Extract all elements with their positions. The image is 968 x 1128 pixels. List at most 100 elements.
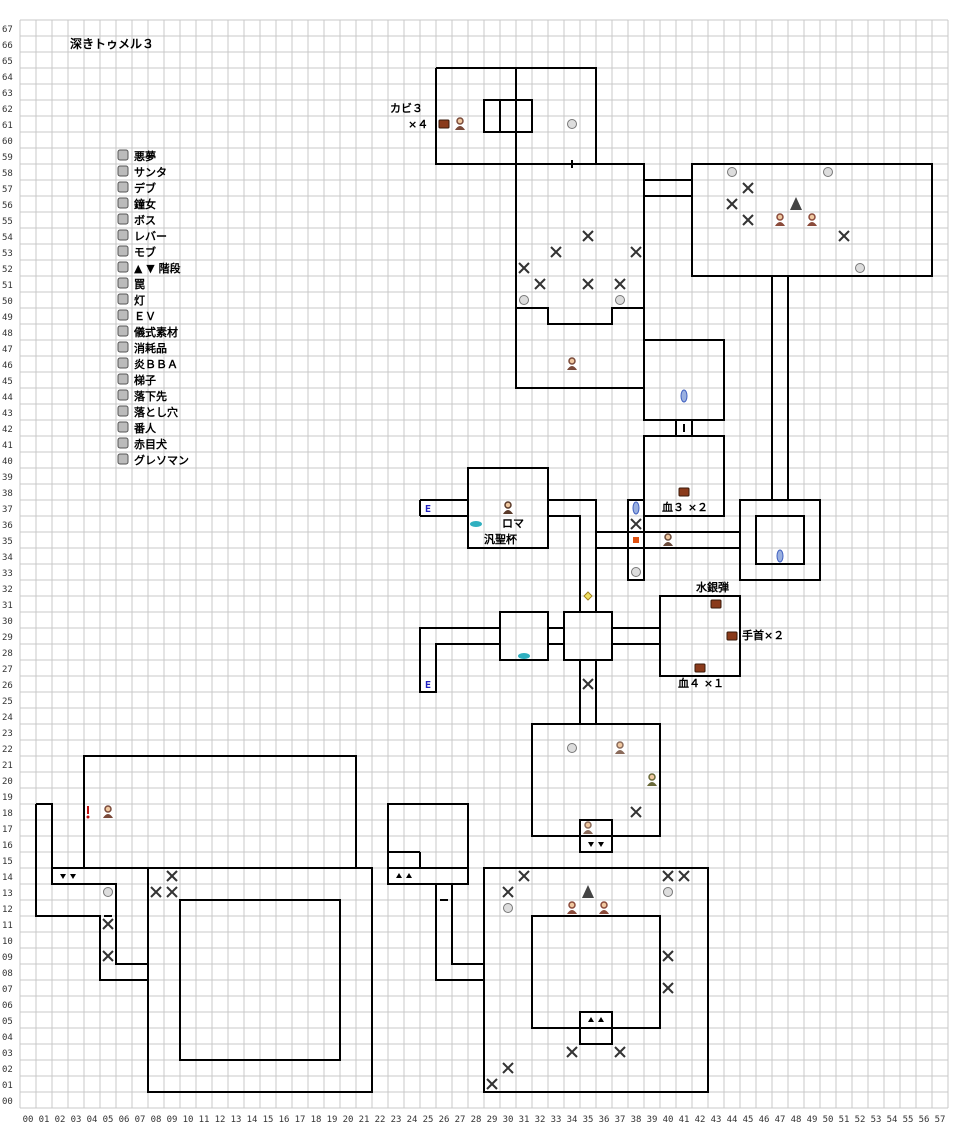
y-tick-label: 22 — [2, 745, 13, 755]
mob-icon — [550, 246, 562, 258]
mob-icon — [614, 1046, 626, 1058]
map-markers: EE — [60, 117, 865, 1090]
x-tick-label: 46 — [759, 1115, 770, 1125]
y-tick-label: 58 — [2, 169, 13, 179]
x-tick-label: 07 — [135, 1115, 146, 1125]
x-tick-label: 13 — [231, 1115, 242, 1125]
legend-label: 儀式素材 — [133, 325, 178, 339]
gravesman-icon — [117, 453, 129, 465]
annotation-quicksilver: 水銀弾 — [696, 580, 729, 594]
annotation-roma: ロマ — [502, 517, 524, 530]
consumable-icon — [567, 119, 577, 129]
legend-label: 赤目犬 — [134, 437, 168, 451]
y-tick-label: 21 — [2, 761, 13, 771]
x-tick-label: 50 — [823, 1115, 834, 1125]
y-tick-label: 03 — [2, 1049, 13, 1059]
lamp-icon — [470, 521, 482, 527]
x-tick-label: 20 — [343, 1115, 354, 1125]
annotation-blood3: 血３ ×２ — [662, 500, 708, 514]
x-tick-label: 31 — [519, 1115, 530, 1125]
x-tick-label: 56 — [919, 1115, 930, 1125]
legend-item: 灯 — [117, 293, 145, 307]
y-tick-label: 43 — [2, 409, 13, 419]
mob-icon — [518, 262, 530, 274]
x-tick-label: 37 — [615, 1115, 626, 1125]
x-tick-label: 32 — [535, 1115, 546, 1125]
y-tick-label: 55 — [2, 217, 13, 227]
legend-label: 炎ＢＢＡ — [134, 358, 178, 371]
x-tick-label: 25 — [423, 1115, 434, 1125]
boss-icon — [503, 501, 513, 514]
legend-label: 消耗品 — [134, 341, 167, 355]
consumable-icon — [117, 341, 129, 353]
mob-icon — [662, 870, 674, 882]
x-tick-label: 55 — [903, 1115, 914, 1125]
mob-icon — [502, 1062, 514, 1074]
y-tick-label: 66 — [2, 41, 13, 51]
y-tick-label: 35 — [2, 537, 13, 547]
x-tick-label: 41 — [679, 1115, 690, 1125]
annotation-kabi: カビ３ — [390, 101, 423, 115]
x-tick-label: 44 — [727, 1115, 738, 1125]
drop-target-icon — [117, 389, 129, 401]
y-tick-label: 33 — [2, 569, 13, 579]
stairs-icon — [117, 261, 129, 273]
annotation-wrist: 手首×２ — [742, 628, 784, 642]
y-tick-label: 51 — [2, 281, 13, 291]
ladder-icon — [117, 373, 129, 385]
legend-item: 悪夢 — [117, 149, 156, 163]
mob-icon — [117, 245, 129, 257]
legend-item: デブ — [117, 181, 156, 195]
x-tick-label: 34 — [567, 1115, 578, 1125]
y-tick-label: 13 — [2, 889, 13, 899]
consumable-icon — [631, 567, 641, 577]
consumable-icon — [855, 263, 865, 273]
legend-label: 鐘女 — [134, 197, 156, 211]
mob-icon — [582, 278, 594, 290]
x-tick-label: 21 — [359, 1115, 370, 1125]
santa-icon — [615, 741, 625, 754]
legend-item: グレソマン — [117, 453, 189, 467]
mob-icon — [102, 918, 114, 930]
mob-icon — [518, 870, 530, 882]
y-tick-label: 59 — [2, 153, 13, 163]
x-tick-label: 15 — [263, 1115, 274, 1125]
red-eye-dog-icon — [567, 901, 577, 914]
x-tick-label: 10 — [183, 1115, 194, 1125]
boss-icon — [117, 213, 129, 225]
y-tick-label: 10 — [2, 937, 13, 947]
legend-label: ボス — [134, 213, 156, 227]
ev-icon: E — [425, 504, 431, 515]
y-tick-label: 24 — [2, 713, 13, 723]
chest-icon — [678, 487, 690, 497]
ritual-material-icon — [583, 591, 593, 601]
y-tick-label: 29 — [2, 633, 13, 643]
chest-icon — [710, 599, 722, 609]
y-tick-label: 18 — [2, 809, 13, 819]
red-eye-dog-icon — [775, 213, 785, 226]
stairs-down-icon — [60, 874, 76, 879]
y-axis-labels: 6766656463626160595857565554535251504948… — [2, 25, 13, 1107]
y-tick-label: 53 — [2, 249, 13, 259]
ev-icon — [117, 309, 129, 321]
y-tick-label: 42 — [2, 425, 13, 435]
x-tick-label: 26 — [439, 1115, 450, 1125]
ritual-material-icon — [117, 325, 129, 337]
y-tick-label: 02 — [2, 1065, 13, 1075]
red-eye-dog-icon — [599, 901, 609, 914]
legend-label: レバー — [134, 230, 167, 243]
chest-icon — [694, 663, 706, 673]
keeper-icon — [117, 421, 129, 433]
x-tick-label: 51 — [839, 1115, 850, 1125]
x-tick-label: 22 — [375, 1115, 386, 1125]
x-tick-label: 03 — [71, 1115, 82, 1125]
legend-item: 落下先 — [117, 389, 167, 403]
trap-icon — [633, 537, 639, 543]
consumable-icon — [503, 903, 513, 913]
ladder-icon — [776, 549, 784, 563]
x-tick-label: 38 — [631, 1115, 642, 1125]
legend-item: レバー — [117, 229, 167, 243]
debu-icon — [455, 117, 465, 130]
ladder-icon — [680, 389, 688, 403]
y-tick-label: 25 — [2, 697, 13, 707]
